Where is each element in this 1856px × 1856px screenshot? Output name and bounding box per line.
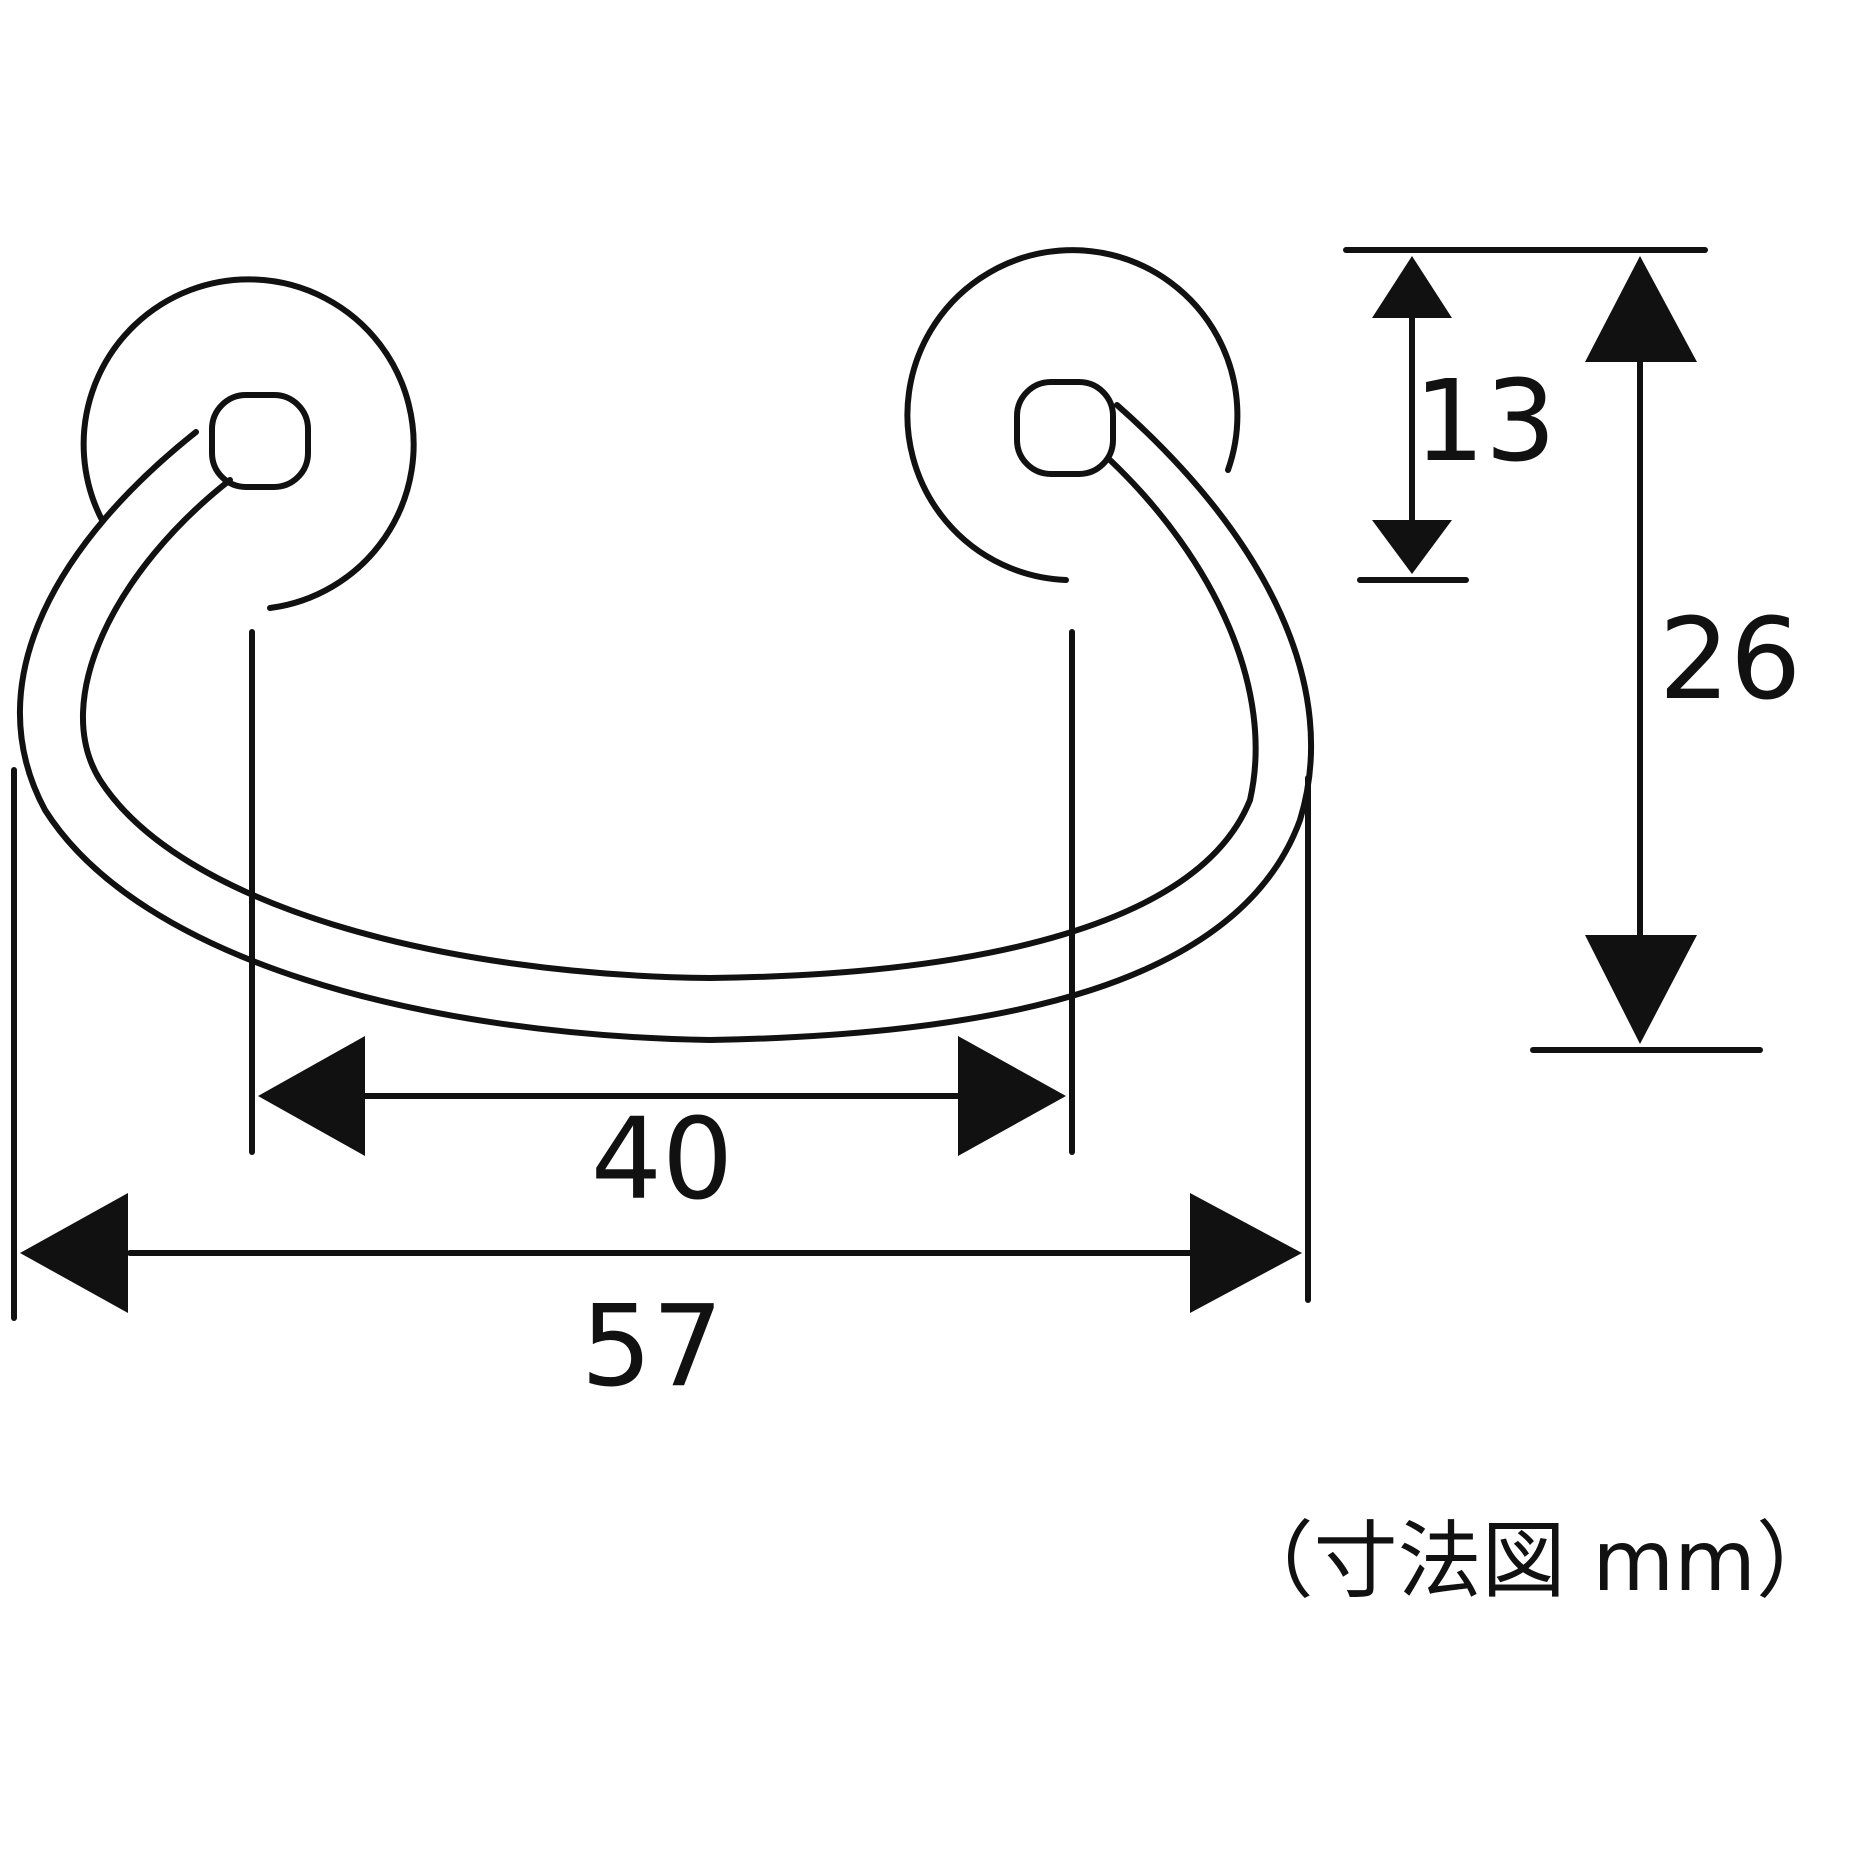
left-knob [209, 392, 311, 490]
handle-outline [17, 247, 1315, 1043]
arrow-rosette-top [1372, 256, 1452, 318]
arrow-inner-left [258, 1036, 365, 1156]
extension-lines [11, 247, 1763, 1321]
bail-outer [17, 402, 1315, 1043]
arrow-height-top [1585, 256, 1697, 362]
total-height-label: 26 [1659, 595, 1802, 725]
arrow-height-bottom [1585, 935, 1697, 1044]
arrow-inner-right [958, 1036, 1066, 1156]
left-rosette [80, 276, 417, 611]
dimension-arrows [20, 256, 1697, 1313]
caption-text: （寸法図 mm） [1230, 1512, 1840, 1610]
arrow-rosette-bottom [1372, 520, 1452, 574]
outer-width-label: 57 [581, 1282, 724, 1412]
rosette-diameter-label: 13 [1414, 357, 1557, 487]
inner-width-label: 40 [591, 1095, 734, 1225]
arrow-outer-right [1190, 1193, 1302, 1313]
dimension-labels: 40 57 13 26 [581, 357, 1802, 1412]
right-knob [1014, 379, 1116, 477]
bail-inner [80, 457, 1259, 981]
arrow-outer-left [20, 1193, 128, 1313]
dimension-lines [127, 312, 1643, 1256]
right-rosette [904, 247, 1241, 583]
